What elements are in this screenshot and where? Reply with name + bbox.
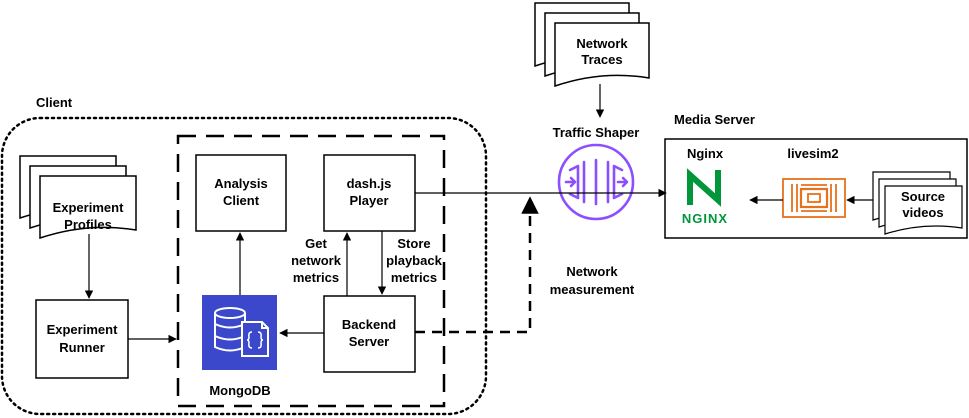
analysis-client-line-2: Client [223, 193, 260, 208]
svg-text:metrics: metrics [293, 270, 339, 285]
nginx-logo-icon: NGINX [682, 168, 728, 226]
svg-text:metrics: metrics [391, 270, 437, 285]
svg-text:measurement: measurement [550, 282, 635, 297]
network-traces-line-1: Network [576, 36, 628, 51]
media-server-label: Media Server [674, 112, 755, 127]
dashjs-player-node [323, 154, 416, 232]
experiment-profiles-line-2: Profiles [64, 217, 112, 232]
svg-text:network: network [291, 253, 342, 268]
mongodb-label: MongoDB [209, 383, 270, 398]
backend-server-line-1: Backend [342, 317, 396, 332]
client-group [0, 116, 488, 416]
livesim2-label: livesim2 [787, 146, 838, 161]
svg-text:Network: Network [566, 264, 618, 279]
svg-text:Get: Get [305, 236, 327, 251]
network-measurement-label: Network measurement [550, 264, 635, 297]
traffic-shaper-icon [557, 143, 635, 221]
chip-icon [782, 178, 846, 218]
source-videos-node: Source videos [872, 171, 963, 235]
experiment-profiles-line-1: Experiment [53, 200, 124, 215]
mongodb-icon [202, 295, 277, 370]
store-playback-metrics-label: Store playback metrics [386, 236, 442, 285]
nginx-label: Nginx [687, 146, 724, 161]
experiment-runner-line-1: Experiment [47, 322, 118, 337]
analysis-client-node [195, 154, 287, 232]
backend-server-node [323, 295, 416, 373]
svg-text:Store: Store [397, 236, 430, 251]
experiment-runner-node [35, 299, 129, 379]
source-videos-line-2: videos [902, 205, 943, 220]
analysis-client-line-1: Analysis [214, 176, 267, 191]
source-videos-line-1: Source [901, 189, 945, 204]
traffic-shaper-label: Traffic Shaper [553, 125, 640, 140]
dashjs-player-line-2: Player [349, 193, 388, 208]
network-traces-line-2: Traces [581, 52, 622, 67]
dashjs-player-line-1: dash.js [347, 176, 392, 191]
svg-text:playback: playback [386, 253, 442, 268]
experiment-profiles-node: Experiment Profiles [19, 155, 137, 240]
nginx-logo-text: NGINX [682, 211, 728, 226]
inner-dashed-box [176, 134, 446, 408]
backend-server-line-2: Server [349, 334, 389, 349]
client-group-label: Client [36, 95, 73, 110]
network-traces-node: Network Traces [534, 2, 650, 88]
experiment-runner-line-2: Runner [59, 340, 105, 355]
edge-backend-network-measurement [415, 196, 539, 334]
get-network-metrics-label: Get network metrics [291, 236, 342, 285]
